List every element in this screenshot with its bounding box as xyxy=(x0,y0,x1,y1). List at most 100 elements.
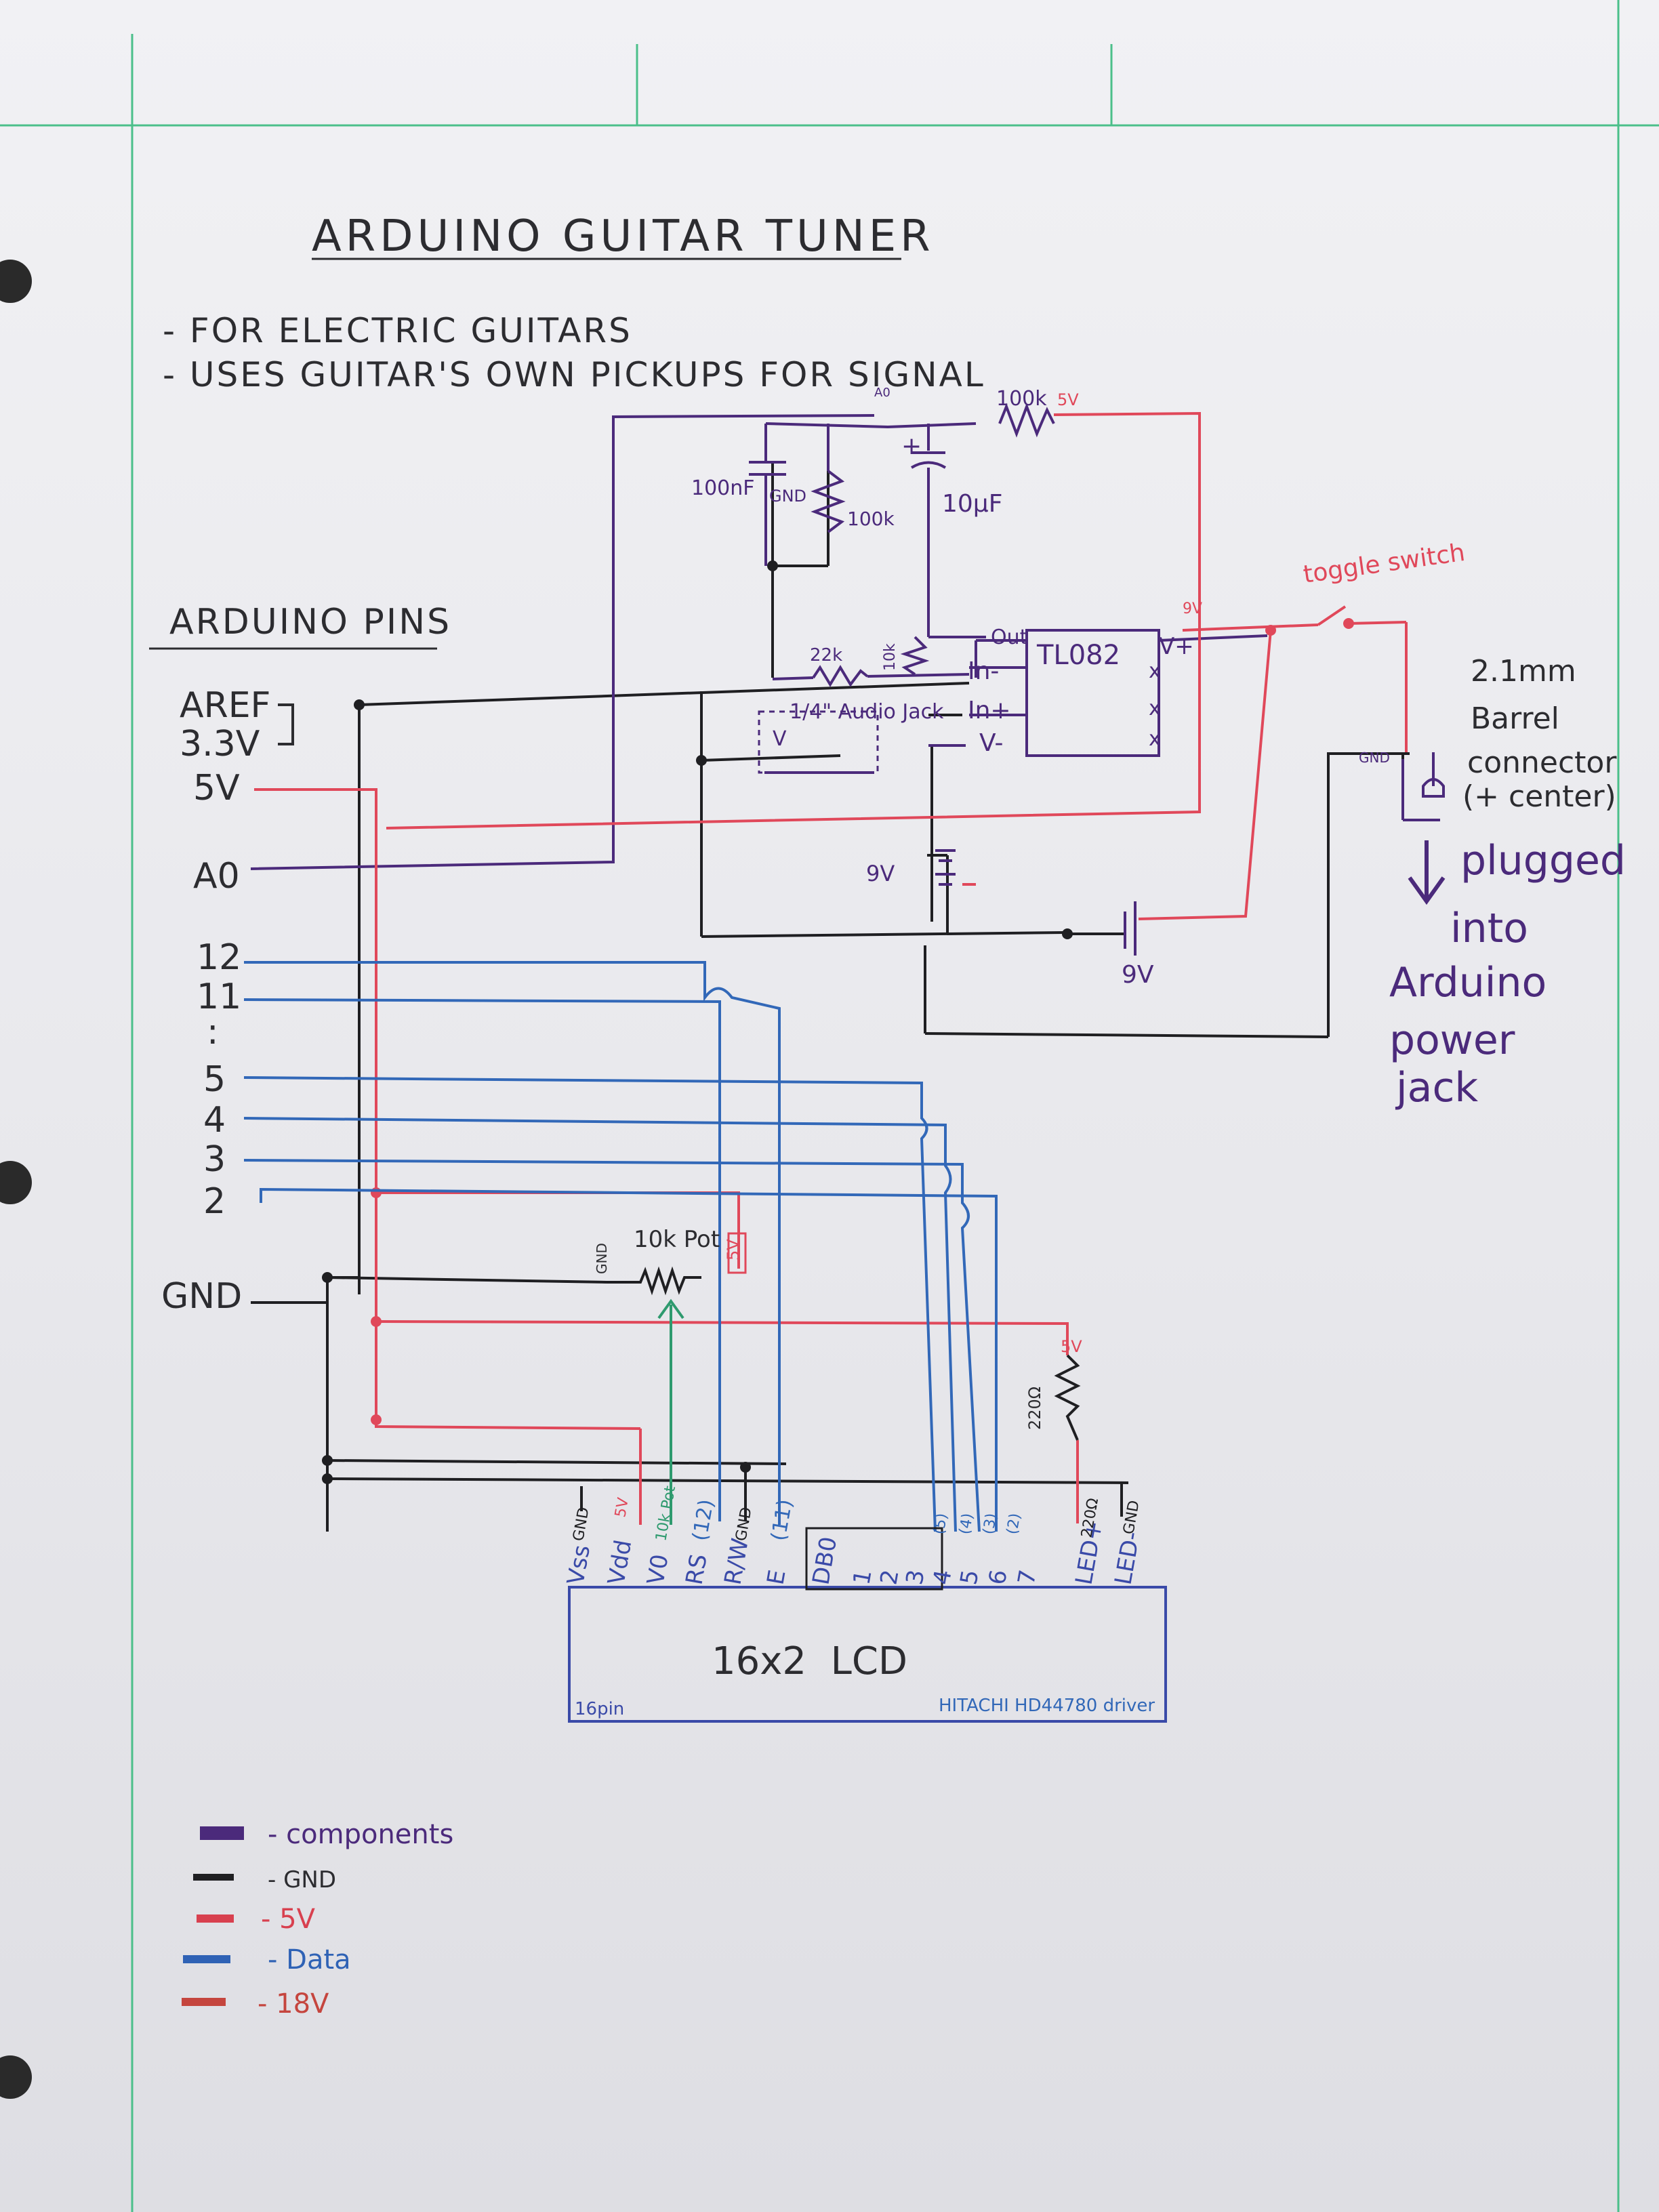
lcd-pin: E xyxy=(762,1568,791,1586)
down-arrow-icon xyxy=(1408,840,1446,905)
lcd-pin: Vdd xyxy=(602,1538,637,1586)
lcd-top-label: (12) xyxy=(688,1498,718,1543)
page-title: ARDUINO GUITAR TUNER xyxy=(312,211,935,262)
gnd-junctions xyxy=(322,560,1073,1484)
pin-gnd: GND xyxy=(161,1276,242,1317)
opamp-nc-x: x xyxy=(1149,697,1161,720)
pot-gnd-label: GND xyxy=(594,1243,610,1274)
lcd-pins-count: 16pin xyxy=(575,1699,624,1719)
pin-4: 4 xyxy=(203,1100,226,1141)
opamp-in-minus-label: In- xyxy=(968,657,999,685)
barrel-label: (+ center) xyxy=(1462,779,1616,814)
cap-plus-label: + xyxy=(901,432,922,460)
pot-wiper-wire xyxy=(657,1298,684,1525)
pin-2: 2 xyxy=(203,1181,226,1222)
plugged-label: power xyxy=(1389,1017,1515,1064)
cap-100nf-label: 100nF xyxy=(691,476,755,500)
resistor-22k-label: 22k xyxy=(810,645,842,665)
r220-label: 220Ω xyxy=(1025,1387,1044,1430)
audio-jack-v: V xyxy=(773,727,787,751)
pins-header: ARDUINO PINS xyxy=(169,602,451,642)
legend-swatch xyxy=(197,1914,234,1923)
legend-label: - 5V xyxy=(261,1904,316,1935)
barrel-label: 2.1mm xyxy=(1471,654,1576,689)
legend-label: - 18V xyxy=(258,1988,329,2020)
toggle-switch-label: toggle switch xyxy=(1302,539,1467,589)
r220-5v-label: 5V xyxy=(1061,1337,1082,1356)
lcd-pin: DB0 xyxy=(807,1535,842,1587)
legend-swatch xyxy=(183,1955,230,1963)
lcd-pin: 1 xyxy=(848,1568,877,1586)
pot-5v-label: 5V xyxy=(724,1239,743,1261)
lcd-pin: V0 xyxy=(642,1552,674,1586)
lcd-top-label: (2) xyxy=(1004,1512,1024,1536)
opamp-out-label: Out xyxy=(991,626,1028,649)
lcd-driver: HITACHI HD44780 driver xyxy=(939,1696,1155,1716)
opamp-nc-x: x xyxy=(1149,659,1161,683)
9v-wiring xyxy=(962,605,1408,920)
lcd-top-label: GND xyxy=(733,1506,755,1542)
lcd-pin: RS xyxy=(680,1552,712,1586)
battery-2-label: 9V xyxy=(1122,961,1154,989)
gnd-label-small: GND xyxy=(769,487,806,506)
lcd-pin: R/W xyxy=(719,1536,754,1587)
opamp-vplus-label: V+ xyxy=(1159,633,1194,660)
barrel-label: connector xyxy=(1467,745,1617,780)
lcd-pin: 5 xyxy=(955,1568,984,1586)
resistor-220 xyxy=(1054,1354,1081,1441)
lcd-pin: 2 xyxy=(875,1568,904,1586)
plugged-label: Arduino xyxy=(1389,959,1547,1006)
lcd-pin: 6 xyxy=(983,1568,1012,1586)
pin-11: 11 xyxy=(197,977,241,1017)
opamp-in-plus-label: In+ xyxy=(968,697,1011,724)
component-wiring xyxy=(250,414,1445,956)
pin-12: 12 xyxy=(197,937,241,978)
lcd-pin: 7 xyxy=(1012,1568,1042,1586)
legend-label: - components xyxy=(268,1819,453,1850)
aref-3v3-bracket xyxy=(278,703,294,745)
barrel-gnd-label: GND xyxy=(1359,750,1390,766)
legend-label: - Data xyxy=(268,1944,351,1975)
legend: - components - GND - 5V - Data - 18V xyxy=(182,1819,453,2020)
lcd-pin: 4 xyxy=(928,1568,957,1586)
lcd-top-label: GND xyxy=(1120,1499,1143,1536)
pin-a0: A0 xyxy=(193,856,240,897)
lcd-top-label: (5) xyxy=(930,1512,951,1536)
opamp-nc-x: x xyxy=(1149,727,1161,751)
pin-dots: : xyxy=(207,1012,219,1052)
note-line: - FOR ELECTRIC GUITARS xyxy=(163,311,632,350)
data-wiring xyxy=(243,961,998,1532)
lcd-pin: Vss xyxy=(562,1543,596,1587)
resistor-100k-label: 100k xyxy=(847,508,895,530)
lcd-top-label: (11) xyxy=(766,1498,797,1543)
cap-10uf-label: 10µF xyxy=(942,490,1002,518)
lcd-label: 16x2 LCD xyxy=(712,1639,907,1683)
barrel-label: Barrel xyxy=(1471,701,1559,736)
pot-10k-label: 10k Pot xyxy=(634,1226,720,1253)
pin-3: 3 xyxy=(203,1139,226,1180)
pin-3v3: 3.3V xyxy=(180,724,260,764)
lcd-top-label: (3) xyxy=(980,1512,1000,1536)
resistor-100k-top-label: 100k xyxy=(996,387,1047,411)
resistor-10k-small-label: 10k xyxy=(882,643,899,671)
binder-holes xyxy=(0,260,32,2099)
top-5v-label: 5V xyxy=(1057,390,1079,409)
plugged-label: jack xyxy=(1395,1064,1478,1111)
a0-small-label: A0 xyxy=(874,386,890,400)
pin-5v: 5V xyxy=(193,768,240,808)
legend-swatch xyxy=(193,1874,234,1881)
audio-jack-label: 1/4" Audio Jack xyxy=(790,700,944,724)
battery-1-label: 9V xyxy=(866,861,895,886)
pot-10k xyxy=(607,1266,701,1296)
plugged-label: plugged xyxy=(1460,837,1626,884)
opamp-label: TL082 xyxy=(1036,640,1120,671)
lcd-module xyxy=(568,1586,1167,1723)
lcd-top-label: (4) xyxy=(956,1512,977,1536)
lcd-db-bracket xyxy=(805,1527,943,1591)
legend-swatch xyxy=(200,1826,244,1840)
5v-junctions xyxy=(371,618,1354,1425)
pin-5: 5 xyxy=(203,1059,226,1100)
note-line: - USES GUITAR'S OWN PICKUPS FOR SIGNAL xyxy=(163,355,985,394)
